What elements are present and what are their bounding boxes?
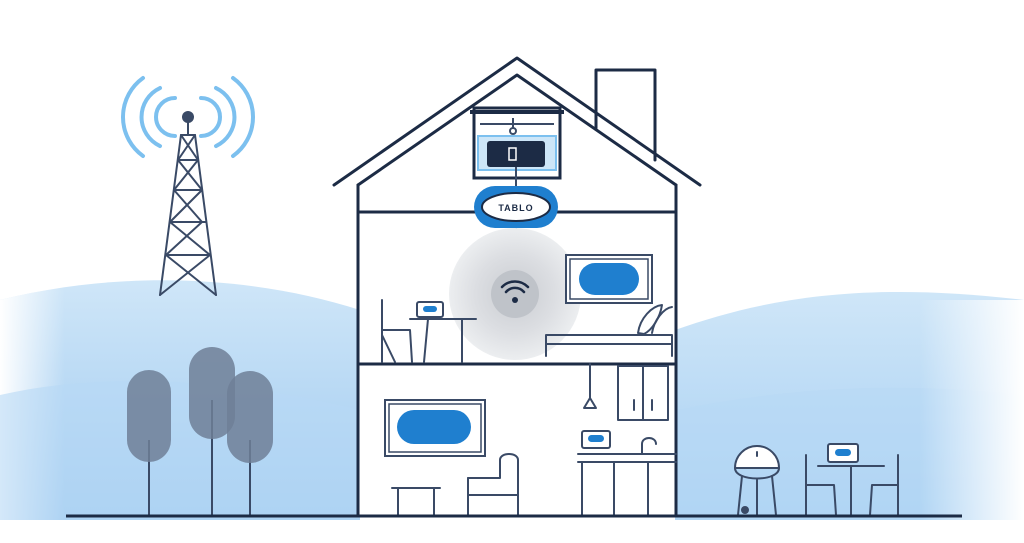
- upstairs-tv: [565, 254, 653, 304]
- attic-window: [470, 106, 564, 180]
- tower-signal-waves: [120, 76, 256, 158]
- tree-icon: [227, 371, 273, 515]
- tablo-dvr-icon: TABLO: [474, 186, 558, 228]
- wifi-icon: [500, 280, 530, 303]
- desk-with-tablet: [381, 299, 477, 363]
- tree-icon: [127, 370, 171, 515]
- antenna-icon: [487, 141, 545, 167]
- patio: [734, 443, 899, 516]
- tree-group: [127, 347, 273, 515]
- house: TABLO: [332, 56, 702, 518]
- bed: [545, 304, 673, 357]
- tablo-brand-label: TABLO: [498, 203, 533, 213]
- living-room-furniture: [391, 453, 519, 516]
- living-room-tv: [384, 399, 486, 457]
- kitchen: [577, 363, 677, 516]
- tree-icon: [189, 347, 235, 515]
- broadcast-tower-icon: [120, 76, 256, 296]
- wifi-router: [449, 228, 581, 360]
- patio-table-with-tablet: [805, 443, 899, 516]
- grill-icon: [734, 445, 780, 516]
